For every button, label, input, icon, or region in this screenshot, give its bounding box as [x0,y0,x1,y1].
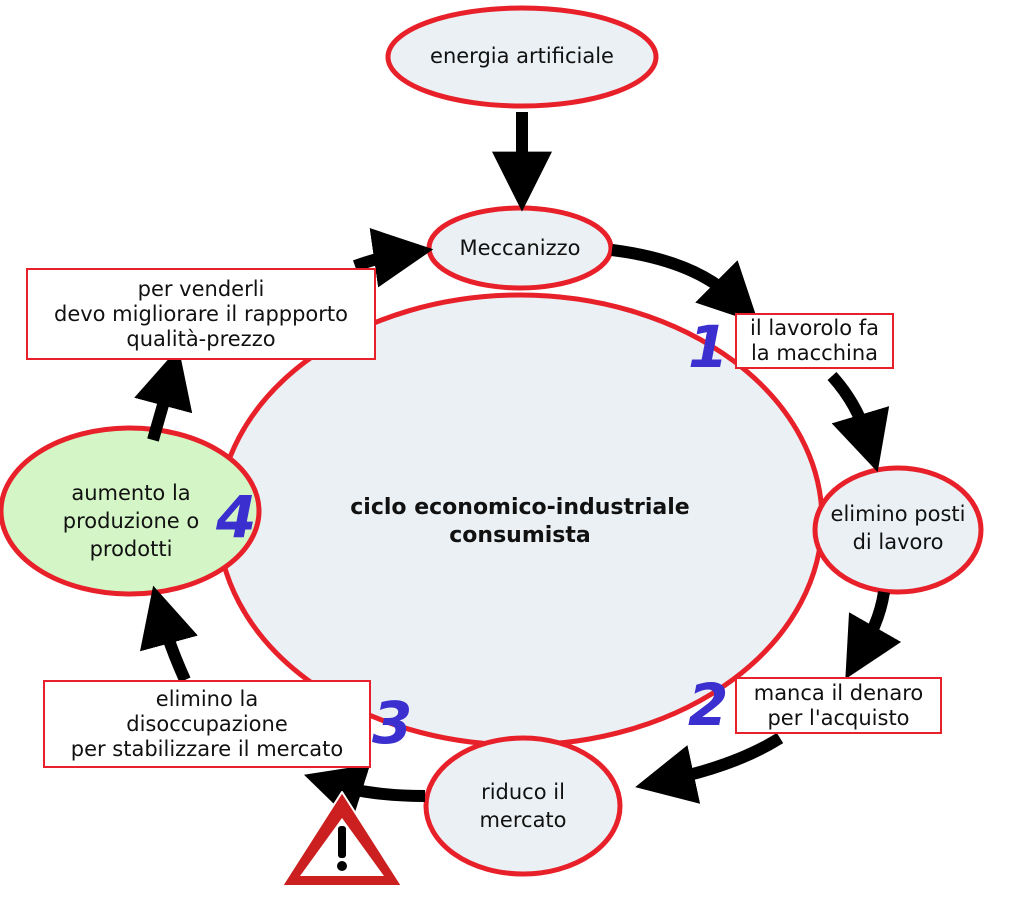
center-title-line2: consumista [449,523,591,548]
node-aumento-shape [0,425,262,597]
box-vendere-line3: qualità-prezzo [126,326,276,351]
node-meccanizzo-text: Meccanizzo [459,236,581,260]
box-disoccupazione-line1: elimino la [155,686,259,711]
node-aumento-line1: aumento la [71,481,191,505]
node-elimino-posti-line1: elimino posti [830,502,966,526]
box-lavoro-line2: la macchina [750,341,879,365]
step-number-4: 4 [216,483,257,551]
box-disoccupazione: elimino la disoccupazione per stabilizza… [43,680,371,768]
node-riduco-line1: riduco il [481,780,565,804]
node-energia-text: energia artificiale [430,44,614,68]
arrow-meccanizzo-to-lavoro [611,244,759,324]
box-vendere-line1: per venderli [137,276,265,301]
node-energia-shape [385,5,659,109]
node-riduco-label: riduco il mercato [430,776,616,836]
arrow-disoccupazione-to-aumento [140,585,198,683]
warning-triangle-icon [281,791,403,887]
arrow-elimino-to-denaro [845,590,902,680]
node-riduco-line2: mercato [479,808,567,832]
box-vendere: per venderli devo migliorare il rappport… [26,268,376,360]
node-aumento-line2: produzione o [62,509,200,533]
step-number-1: 1 [688,313,729,381]
step-number-2: 2 [688,671,729,739]
box-denaro-line2: per l'acquisto [767,705,910,730]
node-elimino-posti-shape [812,465,984,595]
arrow-denaro-to-riduco [635,732,784,804]
box-denaro: manca il denaro per l'acquisto [735,677,942,734]
center-title: ciclo economico-industriale consumista [300,492,740,552]
step-number-3: 3 [372,689,413,757]
box-lavoro-line1: il lavorolo fa [750,316,879,340]
arrow-aumento-to-vendere [134,347,193,442]
node-elimino-posti-line2: di lavoro [852,530,944,554]
node-elimino-posti-label: elimino posti di lavoro [816,498,980,558]
box-disoccupazione-line3: per stabilizzare il mercato [70,736,344,761]
arrow-vendere-to-meccanizzo [353,228,434,288]
box-vendere-line2: devo migliorare il rappporto [53,301,348,326]
node-aumento-line3: prodotti [89,537,173,561]
node-energia-label: energia artificiale [388,36,656,76]
arrow-lavoro-to-elimino [827,371,890,473]
box-disoccupazione-line2: disoccupazione [126,711,288,736]
center-title-line1: ciclo economico-industriale [350,495,690,520]
node-aumento-label: aumento la produzione o prodotti [28,476,234,566]
node-riduco-shape [423,735,623,877]
box-lavoro: il lavorolo fa la macchina [735,313,894,369]
arrow-riduco-to-disoccupazione [303,764,426,822]
node-meccanizzo-label: Meccanizzo [430,230,610,266]
box-denaro-line1: manca il denaro [753,680,924,705]
